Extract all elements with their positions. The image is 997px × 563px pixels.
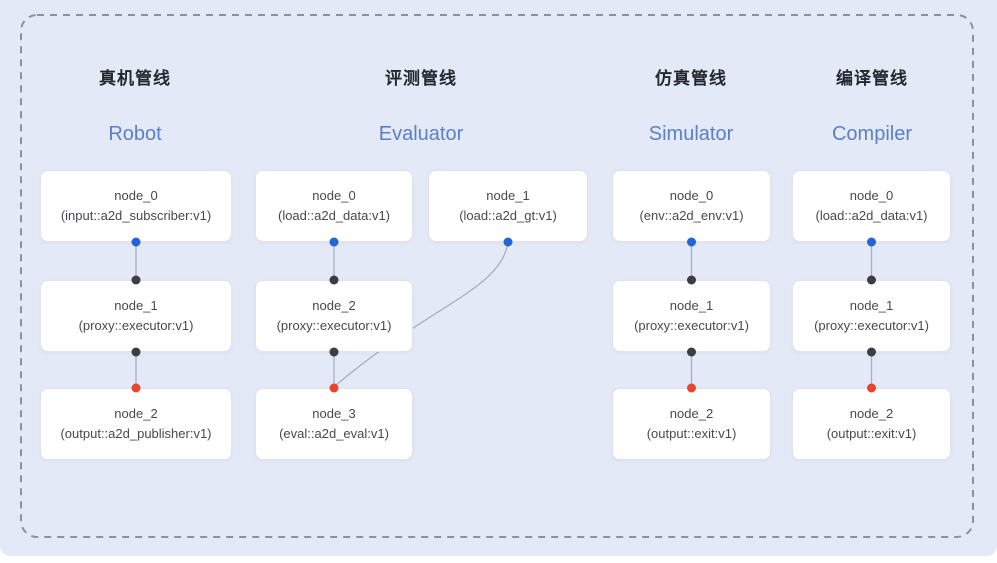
- pipeline-title-en-simulator: Simulator: [648, 123, 734, 145]
- node-evaluator-2: node_2 (proxy::executor:v1): [255, 280, 413, 352]
- node-name: node_2: [312, 297, 356, 313]
- node-type: (output::exit:v1): [826, 425, 917, 441]
- node-type: (output::exit:v1): [646, 425, 737, 441]
- node-compiler-1: node_1 (proxy::executor:v1): [792, 280, 951, 352]
- node-type: (load::a2d_data:v1): [815, 207, 928, 223]
- pipeline-title-en-evaluator: Evaluator: [378, 123, 464, 145]
- node-name: node_0: [114, 187, 158, 203]
- node-type: (load::a2d_gt:v1): [459, 207, 557, 223]
- node-type: (input::a2d_subscriber:v1): [60, 207, 212, 223]
- node-simulator-2: node_2 (output::exit:v1): [612, 388, 771, 460]
- node-evaluator-1: node_1 (load::a2d_gt:v1): [428, 170, 588, 242]
- pipeline-title-zh-evaluator: 评测管线: [385, 69, 457, 88]
- node-simulator-1: node_1 (proxy::executor:v1): [612, 280, 771, 352]
- node-name: node_2: [114, 405, 158, 421]
- node-type: (eval::a2d_eval:v1): [279, 425, 389, 441]
- node-evaluator-3: node_3 (eval::a2d_eval:v1): [255, 388, 413, 460]
- node-type: (env::a2d_env:v1): [639, 207, 744, 223]
- node-name: node_1: [486, 187, 530, 203]
- node-name: node_3: [312, 405, 356, 421]
- node-name: node_1: [114, 297, 158, 313]
- node-simulator-0: node_0 (env::a2d_env:v1): [612, 170, 771, 242]
- node-type: (proxy::executor:v1): [634, 317, 749, 333]
- node-name: node_0: [669, 187, 714, 203]
- pipeline-title-en-compiler: Compiler: [831, 123, 913, 145]
- node-name: node_0: [312, 187, 356, 203]
- pipeline-title-zh-robot: 真机管线: [99, 69, 171, 88]
- node-name: node_0: [849, 187, 894, 203]
- pipeline-title-zh-compiler: 编译管线: [836, 69, 908, 88]
- node-name: node_1: [669, 297, 714, 313]
- node-evaluator-0: node_0 (load::a2d_data:v1): [255, 170, 413, 242]
- node-name: node_1: [849, 297, 894, 313]
- node-type: (load::a2d_data:v1): [277, 207, 391, 223]
- node-name: node_2: [669, 405, 714, 421]
- node-type: (proxy::executor:v1): [78, 317, 194, 333]
- node-robot-0: node_0 (input::a2d_subscriber:v1): [40, 170, 232, 242]
- node-robot-1: node_1 (proxy::executor:v1): [40, 280, 232, 352]
- node-compiler-0: node_0 (load::a2d_data:v1): [792, 170, 951, 242]
- node-type: (proxy::executor:v1): [276, 317, 392, 333]
- node-robot-2: node_2 (output::a2d_publisher:v1): [40, 388, 232, 460]
- node-name: node_2: [849, 405, 894, 421]
- node-type: (output::a2d_publisher:v1): [60, 425, 212, 441]
- pipeline-title-en-robot: Robot: [108, 123, 162, 145]
- pipeline-title-zh-simulator: 仿真管线: [655, 69, 727, 88]
- node-compiler-2: node_2 (output::exit:v1): [792, 388, 951, 460]
- node-type: (proxy::executor:v1): [814, 317, 929, 333]
